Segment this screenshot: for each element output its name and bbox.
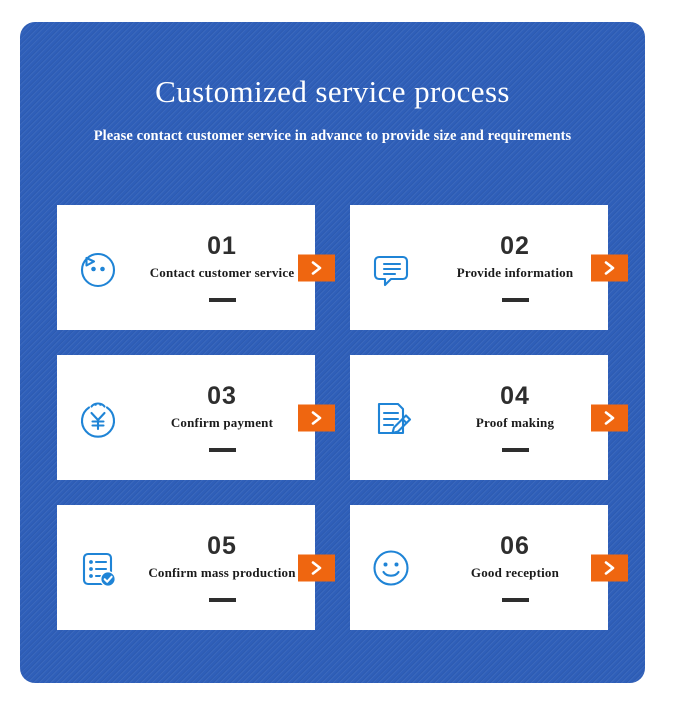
process-step-grid: 01 Contact customer service [57, 205, 628, 630]
process-step-body: 01 Contact customer service [133, 205, 315, 330]
step-next-arrow-button[interactable] [298, 404, 335, 431]
process-step-card[interactable]: 01 Contact customer service [57, 205, 335, 330]
chevron-right-icon [604, 560, 615, 575]
step-divider [208, 448, 236, 452]
step-next-arrow-button[interactable] [298, 254, 335, 281]
service-process-panel: Customized service process Please contac… [20, 22, 645, 683]
step-number: 05 [207, 532, 237, 560]
panel-header: Customized service process Please contac… [20, 74, 645, 145]
process-step-card[interactable]: 05 Confirm mass production [57, 505, 335, 630]
step-divider [501, 298, 529, 302]
chevron-right-icon [604, 410, 615, 425]
process-step-card[interactable]: 02 Provide information [350, 205, 628, 330]
step-number: 03 [207, 382, 237, 410]
yuan-coin-face-icon [57, 355, 133, 480]
step-label: Provide information [456, 265, 574, 280]
step-number: 04 [500, 382, 530, 410]
step-divider [501, 598, 529, 602]
process-step-body: 04 Proof making [426, 355, 608, 480]
speech-bubble-lines-icon [350, 205, 426, 330]
step-next-arrow-button[interactable] [591, 404, 628, 431]
checklist-check-icon [57, 505, 133, 630]
chevron-right-icon [311, 560, 322, 575]
process-step-body: 06 Good reception [426, 505, 608, 630]
step-next-arrow-button[interactable] [591, 254, 628, 281]
step-label: Good reception [470, 565, 560, 580]
customer-service-face-icon [57, 205, 133, 330]
chevron-right-icon [311, 410, 322, 425]
process-step-body: 05 Confirm mass production [133, 505, 315, 630]
step-divider [208, 598, 236, 602]
process-step-body: 03 Confirm payment [133, 355, 315, 480]
document-pencil-icon [350, 355, 426, 480]
step-label: Contact customer service [149, 265, 295, 280]
step-number: 01 [207, 232, 237, 260]
page-subtitle: Please contact customer service in advan… [93, 128, 572, 144]
step-number: 06 [500, 532, 530, 560]
step-label: Proof making [475, 415, 555, 430]
step-divider [208, 298, 236, 302]
smiley-face-icon [350, 505, 426, 630]
step-divider [501, 448, 529, 452]
chevron-right-icon [311, 260, 322, 275]
process-step-card[interactable]: 06 Good reception [350, 505, 628, 630]
chevron-right-icon [604, 260, 615, 275]
process-step-card[interactable]: 04 Proof making [350, 355, 628, 480]
step-label: Confirm payment [170, 415, 274, 430]
step-next-arrow-button[interactable] [298, 554, 335, 581]
step-number: 02 [500, 232, 530, 260]
step-label: Confirm mass production [148, 565, 296, 580]
step-next-arrow-button[interactable] [591, 554, 628, 581]
page-title: Customized service process [155, 74, 510, 109]
process-step-card[interactable]: 03 Confirm payment [57, 355, 335, 480]
process-step-body: 02 Provide information [426, 205, 608, 330]
